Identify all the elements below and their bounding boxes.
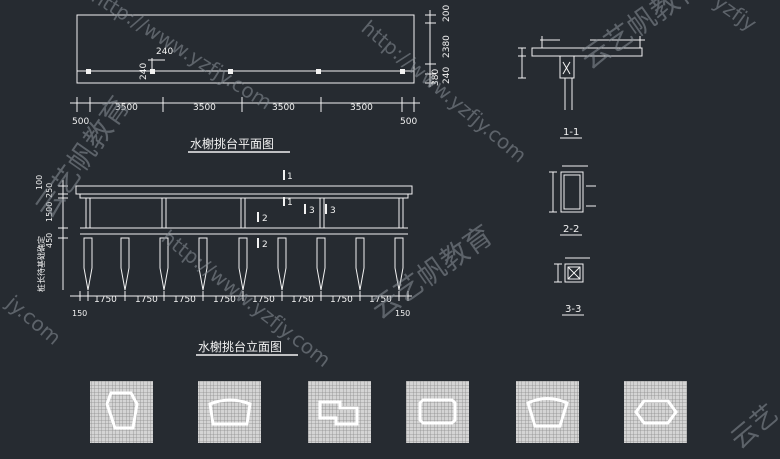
elev-dim-text-7: 1750 — [330, 295, 353, 305]
watermark-frag-2: jy.com — [1, 290, 66, 350]
elev-side-note: 桩长待基础确定 — [36, 236, 46, 292]
plan-dim-text-2: 3500 — [193, 103, 216, 113]
elev-dim-text-8: 1750 — [369, 295, 392, 305]
plan-right-dim-0: 200 — [442, 5, 452, 22]
section-labels: 1-1 2-2 3-3 — [560, 127, 584, 316]
plan-dim-text-4: 3500 — [350, 103, 373, 113]
plan-right-dim-1: 2380 — [442, 35, 452, 58]
elev-left-dim-1: 250 — [45, 183, 54, 198]
paving-tiles — [90, 381, 687, 443]
plan-right-dim-3: 240 — [442, 67, 452, 84]
section-3-3 — [554, 257, 590, 283]
elevation-text: 1 1 2 2 3 3 100 250 1500 450 桩长待基础确定 150… — [35, 172, 410, 354]
sect-mark-1a: 1 — [287, 172, 293, 182]
stone-shape-2-icon — [198, 381, 261, 443]
elevation-view — [58, 170, 413, 301]
deck-beam — [79, 193, 409, 199]
elev-left-dim-3: 450 — [45, 233, 54, 248]
plan-outline — [76, 14, 415, 84]
plan-dim-right-ticks — [425, 14, 436, 84]
plan-right-dim-2: 380 — [431, 69, 441, 86]
elev-dim-text-5: 1750 — [252, 295, 275, 305]
post-dim-h-text: 240 — [156, 47, 173, 57]
elev-dim-text-2: 1750 — [135, 295, 158, 305]
plan-title: 水榭挑台平面图 — [190, 136, 274, 151]
watermark-brand-3: 云艺帆教育 — [29, 90, 136, 224]
section-2-2 — [549, 165, 596, 213]
sect-mark-2a: 2 — [262, 214, 268, 224]
elev-left-dim-2: 1500 — [45, 202, 54, 222]
stone-shape-4-icon — [406, 381, 469, 443]
plan-dim-text-0: 500 — [72, 117, 89, 127]
piles — [83, 237, 404, 291]
watermark-brand-1: 云艺帆教育 — [575, 0, 709, 76]
elev-dim-text-3: 1750 — [173, 295, 196, 305]
sect-mark-1b: 1 — [287, 198, 293, 208]
section-label-3: 3-3 — [565, 304, 581, 315]
plan-view — [70, 10, 436, 112]
plan-dim-ticks — [76, 97, 415, 112]
elev-dim-text-1: 1750 — [94, 295, 117, 305]
elev-left-dim-0: 100 — [35, 175, 44, 190]
elev-dim-text-4: 1750 — [213, 295, 236, 305]
plan-posts — [86, 69, 405, 74]
plan-dim-text-5: 500 — [400, 117, 417, 127]
section-label-1: 1-1 — [563, 127, 579, 138]
section-cut-marks — [257, 170, 327, 248]
deck-slab — [75, 185, 413, 195]
elevation-columns — [85, 198, 404, 228]
plan-dim-text-3: 3500 — [272, 103, 295, 113]
elev-dim-text-0: 150 — [72, 309, 87, 318]
post-dim-v-text: 240 — [139, 63, 149, 80]
sect-mark-2b: 2 — [262, 240, 268, 250]
stone-shape-3-icon — [308, 381, 371, 443]
sect-mark-3b: 3 — [330, 206, 336, 216]
stone-shape-5-icon — [516, 381, 579, 443]
watermark-frag-3: 云艺 — [725, 399, 780, 455]
watermark-frag-1: yzfjy — [709, 0, 761, 36]
elev-dim-text-9: 150 — [395, 309, 410, 318]
elev-dim-text-6: 1750 — [291, 295, 314, 305]
section-1-1 — [518, 36, 645, 110]
elevation-title: 水榭挑台立面图 — [198, 339, 282, 354]
elev-dim-left-ticks — [58, 185, 68, 239]
stone-shape-6-icon — [624, 381, 687, 443]
section-label-2: 2-2 — [563, 224, 579, 235]
plan-dim-text-1: 3500 — [115, 103, 138, 113]
stone-shape-1-icon — [90, 381, 153, 443]
sect-mark-3a: 3 — [309, 206, 315, 216]
elev-dim-ticks — [79, 291, 409, 301]
plan-text: 240 240 500 3500 3500 3500 3500 500 200 … — [72, 5, 452, 151]
